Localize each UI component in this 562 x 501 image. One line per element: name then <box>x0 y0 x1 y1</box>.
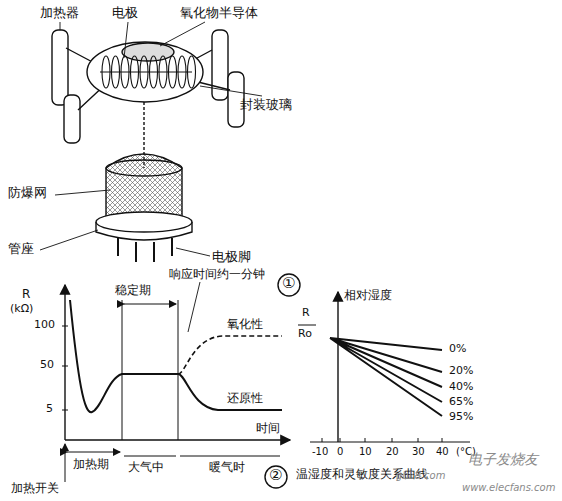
callout-number: ② <box>269 467 282 484</box>
tick-label: 30 <box>412 446 425 457</box>
axis-label: 时间 <box>256 422 280 435</box>
axis-label: Ro <box>298 328 312 340</box>
tick-label: 0 <box>337 446 343 457</box>
part-label: 电极脚 <box>212 250 251 264</box>
curve-label: 还原性 <box>226 392 264 405</box>
part-label: 防爆网 <box>8 186 47 200</box>
curve-label: 氧化性 <box>226 318 264 331</box>
curve-label: 20% <box>448 365 474 377</box>
part-label: 加热器 <box>40 6 79 20</box>
curve-label: 95% <box>448 411 474 423</box>
tick-label: 50 <box>40 359 54 371</box>
annotation: 响应时间约一分钟 <box>168 268 266 281</box>
curve-label: 0% <box>448 343 467 355</box>
curve-label: 40% <box>448 381 474 393</box>
curve-label: 65% <box>448 396 474 408</box>
part-label: 封装玻璃 <box>240 98 292 112</box>
tick-label: 20 <box>386 446 399 457</box>
region-label: 暖气时 <box>208 461 246 474</box>
tick-label: 5 <box>46 403 53 415</box>
tick-label: 40 <box>436 446 449 457</box>
watermark: 电子发烧友 <box>468 452 538 467</box>
tick-label: 10 <box>359 446 372 457</box>
axis-unit: (kΩ) <box>10 303 33 315</box>
axis-label: R <box>22 288 30 301</box>
part-label: 电极 <box>112 6 138 20</box>
tick-label: 100 <box>34 319 55 331</box>
part-label: 氧化物半导体 <box>180 6 258 20</box>
watermark: gbk8.com <box>396 470 445 481</box>
callout-number: ① <box>282 275 295 292</box>
tick-label: -10 <box>312 446 328 457</box>
region-label: 稳定期 <box>114 284 152 297</box>
axis-label: 相对湿度 <box>344 289 392 302</box>
part-label: 管座 <box>8 242 34 256</box>
axis-label: R <box>302 307 310 319</box>
watermark: www.elecfans.com <box>462 482 555 493</box>
region-label: 大气中 <box>127 461 165 474</box>
region-label: 加热期 <box>72 458 110 471</box>
annotation: 加热开关 <box>10 482 60 495</box>
